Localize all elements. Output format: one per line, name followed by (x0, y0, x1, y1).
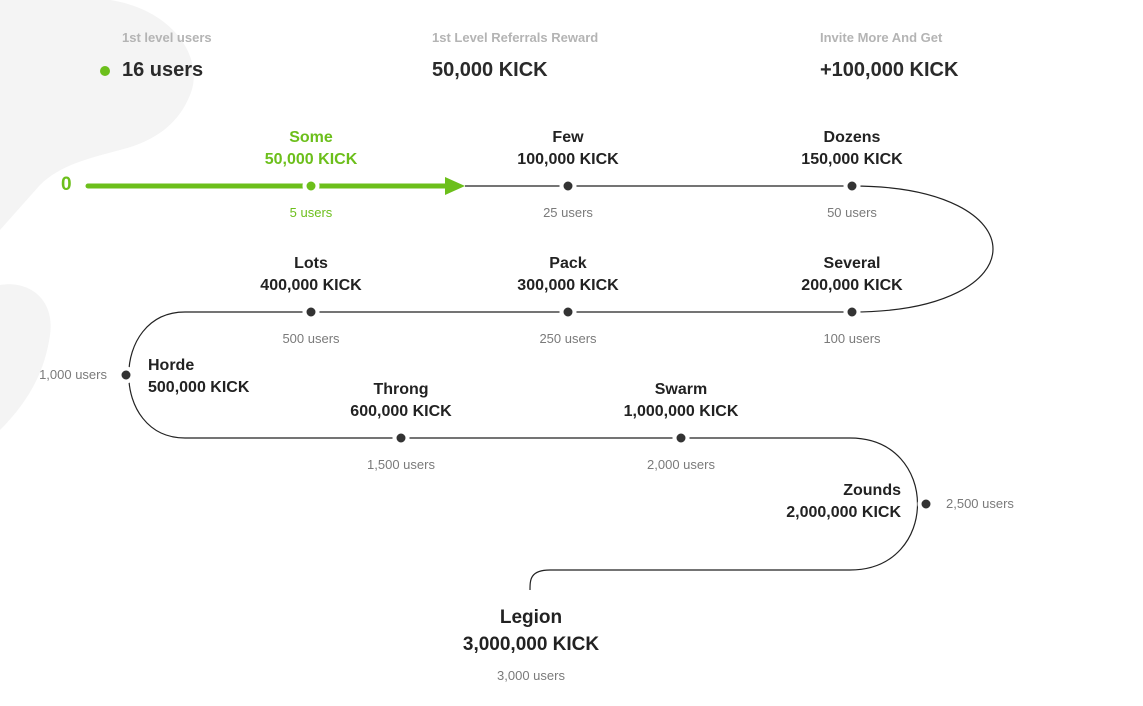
tier-node-some (302, 177, 320, 195)
tier-reward: 400,000 KICK (260, 277, 362, 294)
tier-users-lots: 500 users (282, 331, 340, 346)
tier-label-legion: Legion 3,000,000 KICK (463, 604, 599, 658)
tier-name: Pack (549, 255, 587, 272)
start-label: 0 (61, 174, 72, 195)
tier-reward: 50,000 KICK (264, 151, 358, 168)
stat-value: +100,000 KICK (820, 59, 959, 81)
tier-node-throng (392, 429, 410, 447)
tier-reward: 300,000 KICK (517, 277, 619, 294)
tier-name: Zounds (843, 482, 901, 499)
stat-referrals-reward: 1st Level Referrals Reward 50,000 KICK (432, 30, 598, 82)
stat-label: 1st Level Referrals Reward (432, 30, 599, 45)
tier-label-some: Some 50,000 KICK (265, 127, 358, 171)
tier-reward: 600,000 KICK (350, 403, 452, 420)
tier-reward: 150,000 KICK (801, 151, 903, 168)
stat-value: 50,000 KICK (432, 59, 548, 81)
tier-reward: 1,000,000 KICK (623, 403, 739, 420)
tier-users-dozens: 50 users (827, 205, 877, 220)
tier-users-pack: 250 users (539, 331, 597, 346)
tier-name: Some (289, 129, 333, 146)
stat-label: 1st level users (122, 30, 212, 45)
tier-name: Throng (373, 381, 429, 398)
tier-node-few (559, 177, 577, 195)
stat-level-users: 1st level users 16 users (100, 30, 212, 82)
tier-name: Lots (294, 255, 328, 272)
tier-label-swarm: Swarm 1,000,000 KICK (624, 379, 739, 423)
tier-name: Dozens (823, 129, 881, 146)
tier-node-several (843, 303, 861, 321)
tier-node-pack (559, 303, 577, 321)
tier-path-line (128, 185, 994, 591)
tier-users-legion: 3,000 users (497, 668, 565, 683)
tier-reward: 200,000 KICK (801, 277, 903, 294)
tier-users-zounds: 2,500 users (946, 496, 1014, 511)
tier-label-several: Several 200,000 KICK (801, 253, 902, 297)
tier-reward: 3,000,000 KICK (462, 634, 600, 655)
stat-label: Invite More And Get (820, 30, 943, 45)
tier-name: Swarm (654, 381, 708, 398)
tier-users-some: 5 users (289, 205, 333, 220)
tier-node-zounds (917, 495, 935, 513)
tier-label-few: Few 100,000 KICK (517, 127, 618, 171)
tier-label-lots: Lots 400,000 KICK (260, 253, 361, 297)
stat-value: 16 users (100, 59, 212, 82)
tier-reward: 100,000 KICK (517, 151, 619, 168)
tier-label-horde: Horde 500,000 KICK (148, 355, 249, 399)
tier-label-dozens: Dozens 150,000 KICK (801, 127, 902, 171)
tier-name: Horde (148, 357, 195, 374)
tier-reward: 500,000 KICK (148, 379, 250, 396)
progress-arrow-icon (445, 177, 465, 195)
tier-node-lots (302, 303, 320, 321)
tier-name: Several (823, 255, 881, 272)
tier-node-horde (117, 366, 135, 384)
tier-label-zounds: Zounds 2,000,000 KICK (786, 480, 901, 524)
tier-name: Legion (499, 607, 563, 628)
stat-value-text: 16 users (122, 59, 204, 81)
tier-users-horde: 1,000 users (39, 367, 107, 382)
tier-users-swarm: 2,000 users (647, 457, 715, 472)
tier-label-throng: Throng 600,000 KICK (350, 379, 451, 423)
tier-users-several: 100 users (823, 331, 881, 346)
tier-label-pack: Pack 300,000 KICK (517, 253, 618, 297)
stat-invite-more: Invite More And Get +100,000 KICK (820, 30, 958, 82)
tier-node-swarm (672, 429, 690, 447)
tier-reward: 2,000,000 KICK (786, 504, 901, 521)
tier-name: Few (552, 129, 584, 146)
tier-users-throng: 1,500 users (367, 457, 435, 472)
tier-node-dozens (843, 177, 861, 195)
tier-users-few: 25 users (543, 205, 593, 220)
status-dot-icon (100, 65, 110, 76)
